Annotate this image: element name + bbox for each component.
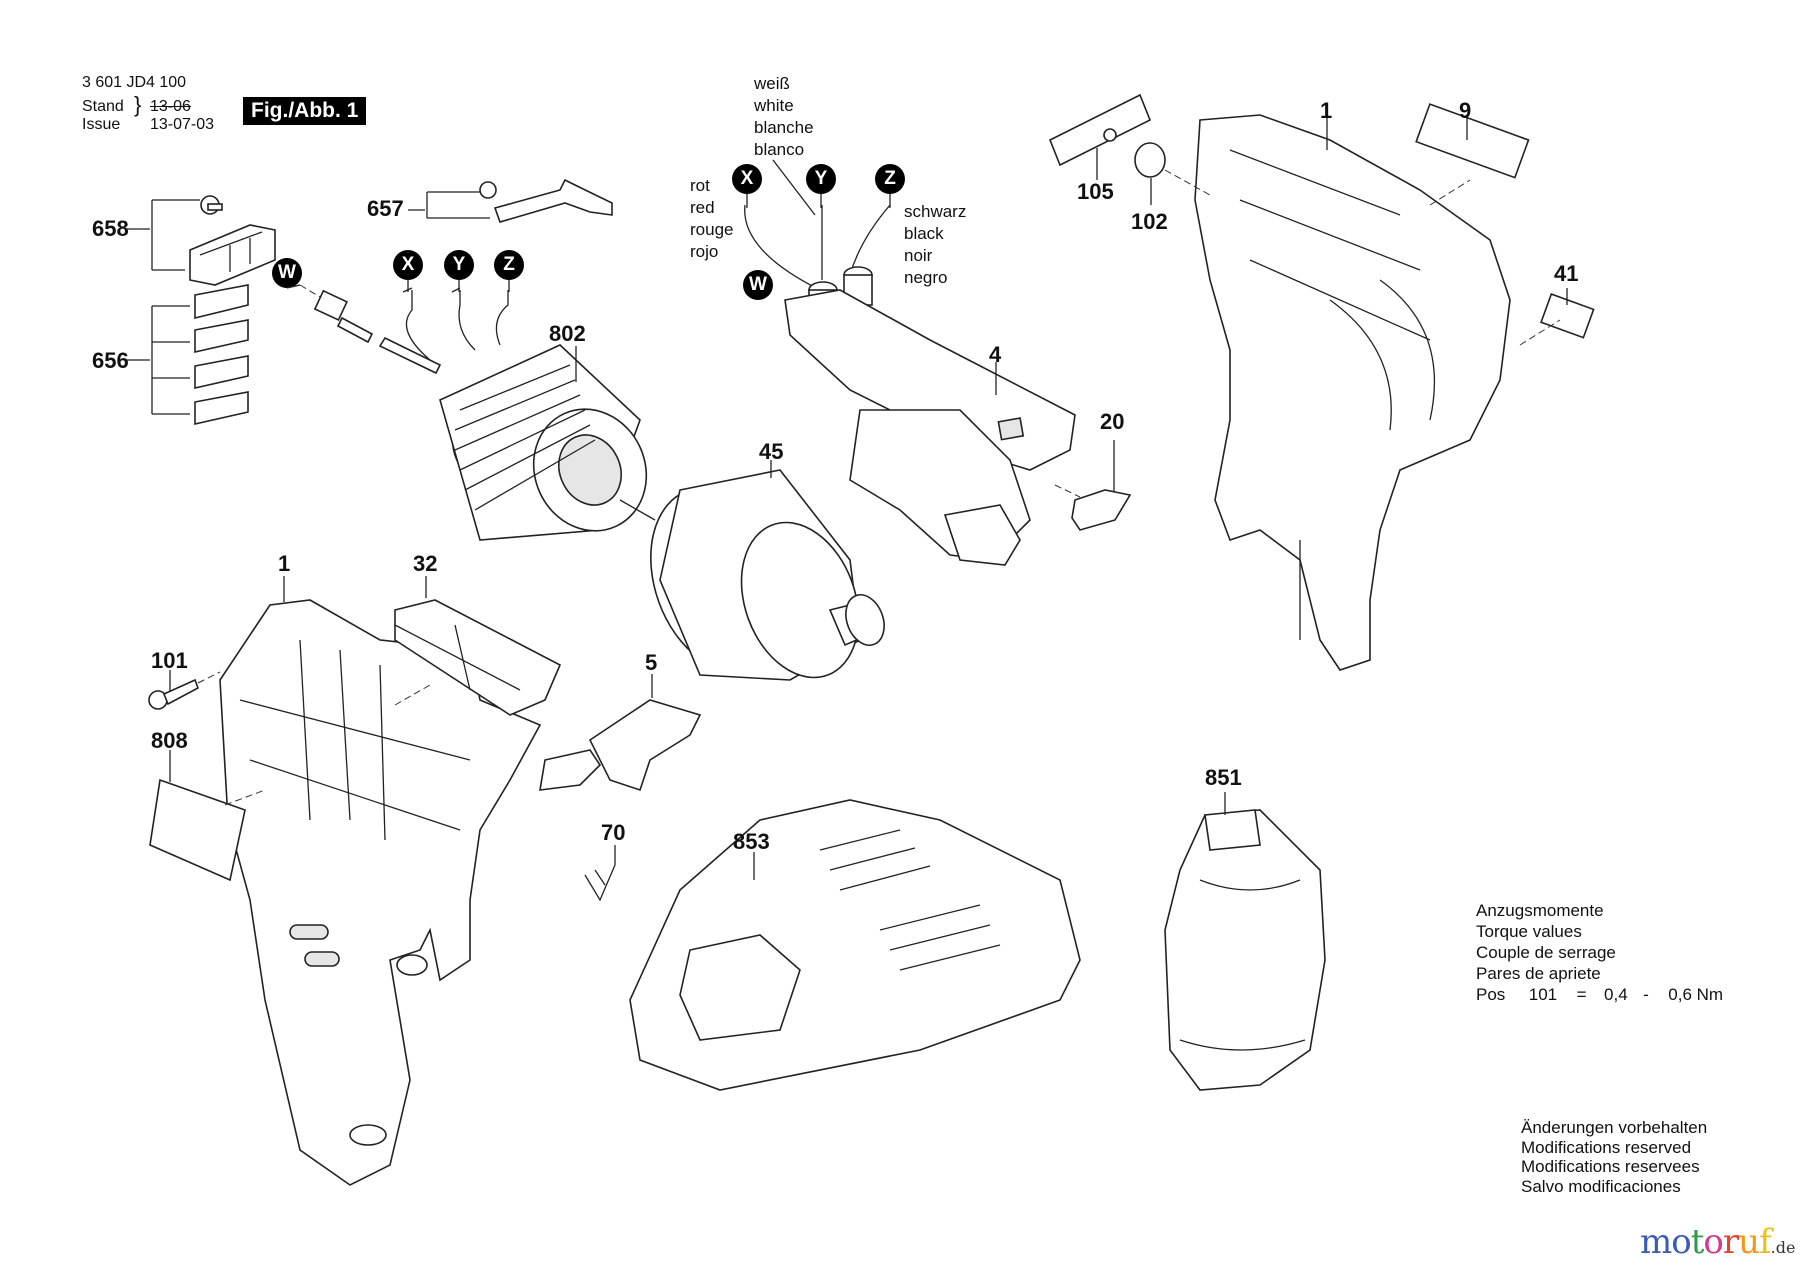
callout-101[interactable]: 101	[151, 648, 188, 673]
part-4-drawing	[744, 204, 1076, 566]
callout-105[interactable]: 105	[1077, 179, 1114, 204]
part-658-drawing	[125, 195, 276, 286]
part-101-drawing	[148, 670, 221, 710]
stand-value: 13-06	[150, 98, 191, 115]
callout-102[interactable]: 102	[1131, 209, 1168, 234]
wire-badge-y-motor: Y	[444, 250, 474, 280]
callout-853[interactable]: 853	[733, 829, 770, 854]
part-808-drawing	[149, 750, 266, 882]
part-number-header: 3 601 JD4 100	[82, 74, 187, 91]
wire-badge-w-motor: W	[272, 258, 302, 288]
callout-32[interactable]: 32	[413, 551, 438, 576]
torque-pos-number: 101	[1528, 985, 1558, 1004]
logo-letter: t	[1690, 1222, 1705, 1262]
part-45-drawing	[650, 460, 885, 681]
torque-heading-en: Torque values	[1476, 922, 1582, 941]
torque-spec-row: Pos 101 = 0,4 - 0,6 Nm	[1476, 984, 1723, 1005]
part-851-drawing	[1164, 792, 1326, 1091]
part-657-drawing	[408, 178, 613, 223]
part-5-drawing	[539, 674, 702, 792]
callout-20[interactable]: 20	[1100, 409, 1125, 434]
issue-label: Issue	[82, 116, 121, 133]
brace-glyph: }	[134, 92, 142, 117]
wire-badge-x-motor: X	[393, 250, 423, 280]
torque-heading-de: Anzugsmomente	[1476, 901, 1604, 920]
torque-equals: =	[1576, 985, 1587, 1004]
callout-9[interactable]: 9	[1459, 98, 1472, 123]
wire-legend-white: weiß white blanche blanco	[754, 74, 814, 159]
torque-pos-label: Pos	[1476, 985, 1506, 1004]
torque-heading-es: Pares de apriete	[1476, 964, 1601, 983]
callout-851[interactable]: 851	[1205, 765, 1242, 790]
modifications-disclaimer: Änderungen vorbehalten Modifications res…	[1521, 1118, 1708, 1196]
logo-letter: r	[1722, 1222, 1739, 1262]
part-1-housing-right-drawing	[1194, 103, 1595, 671]
torque-min: 0,4	[1604, 985, 1628, 1004]
callout-4[interactable]: 4	[989, 342, 1002, 367]
torque-dash: -	[1643, 985, 1649, 1004]
part-32-drawing	[394, 576, 562, 716]
callout-658[interactable]: 658	[92, 216, 129, 241]
wire-badge-z-switch: Z	[875, 164, 905, 194]
part-853-drawing	[629, 799, 1081, 1091]
issue-value: 13-07-03	[150, 116, 215, 133]
logo-tld: .de	[1770, 1238, 1796, 1257]
callout-5[interactable]: 5	[645, 650, 658, 675]
part-70-drawing	[584, 845, 616, 902]
logo-letter: f	[1759, 1222, 1772, 1262]
figure-label: Fig./Abb. 1	[243, 97, 367, 125]
callout-802[interactable]: 802	[549, 321, 586, 346]
torque-heading-fr: Couple de serrage	[1476, 943, 1616, 962]
logo-letter: u	[1738, 1222, 1760, 1262]
part-105-102-drawing	[1048, 93, 1211, 205]
callout-70[interactable]: 70	[601, 820, 626, 845]
torque-max: 0,6 Nm	[1668, 985, 1724, 1004]
wire-badge-w-switch: W	[743, 270, 773, 300]
part-656-drawing	[125, 284, 249, 426]
callout-1-top[interactable]: 1	[1320, 98, 1333, 123]
wire-legend-red: rot red rouge rojo	[690, 176, 734, 261]
callout-656[interactable]: 656	[92, 348, 129, 373]
callout-41[interactable]: 41	[1554, 261, 1579, 286]
wire-badge-x-switch: X	[732, 164, 762, 194]
callout-1-bottom[interactable]: 1	[278, 551, 291, 576]
part-802-drawing	[299, 284, 656, 541]
motoruf-watermark-logo: motoruf.de	[1640, 1222, 1795, 1262]
logo-letter: m	[1640, 1222, 1672, 1262]
wire-legend-black: schwarz black noir negro	[904, 202, 967, 287]
wire-badge-y-switch: Y	[806, 164, 836, 194]
callout-657[interactable]: 657	[367, 196, 404, 221]
torque-values-block: Anzugsmomente Torque values Couple de se…	[1476, 900, 1723, 1005]
stand-label: Stand	[82, 98, 124, 115]
callout-808[interactable]: 808	[151, 728, 188, 753]
wire-badge-z-motor: Z	[494, 250, 524, 280]
logo-letter: o	[1703, 1222, 1724, 1262]
callout-45[interactable]: 45	[759, 439, 784, 464]
logo-letter: o	[1671, 1222, 1692, 1262]
part-20-drawing	[1054, 440, 1132, 531]
